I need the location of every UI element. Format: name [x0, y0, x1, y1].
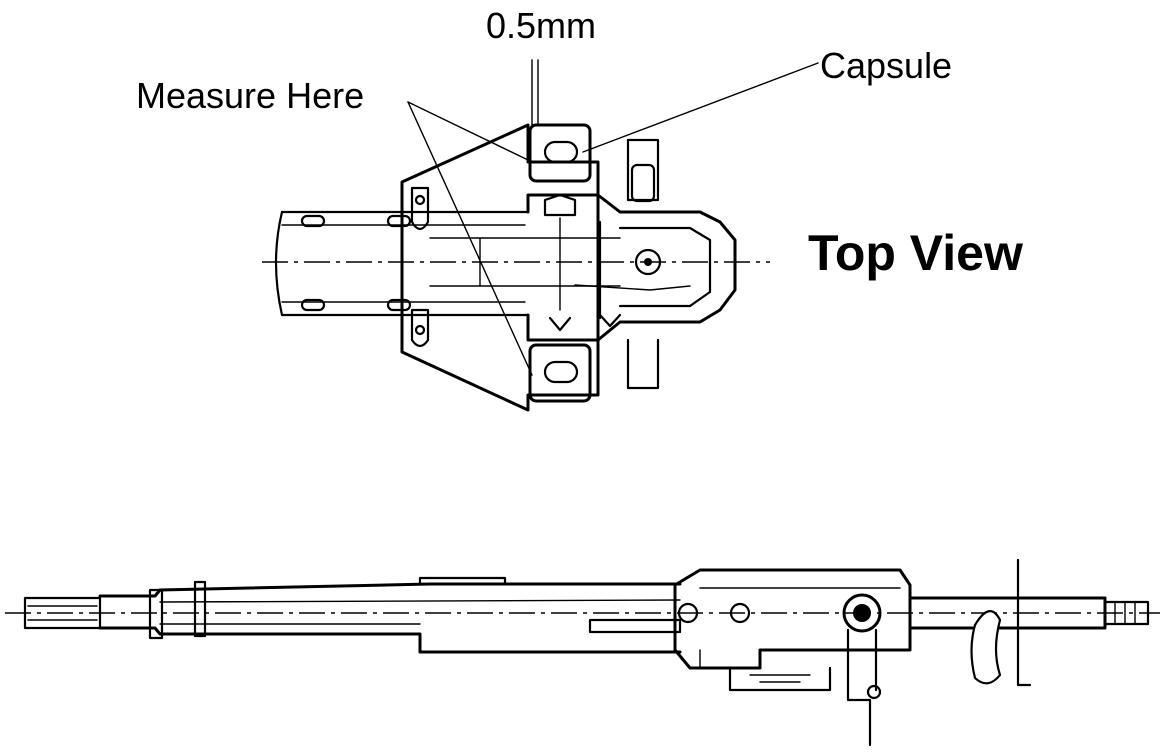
view-title: Top View	[808, 225, 1023, 281]
tube-raised-strip	[418, 576, 507, 586]
pivot-bolt-side	[842, 593, 882, 633]
side-view-drawing	[5, 558, 1160, 747]
tube-bottom-edge	[98, 626, 682, 654]
housing-rivet	[677, 602, 699, 624]
bolt-tip	[548, 316, 572, 332]
lower-bracket	[588, 618, 682, 634]
shaft-spline	[1103, 600, 1150, 626]
sub-bracket	[728, 666, 832, 692]
lock-housing	[673, 568, 912, 670]
pivot-center	[644, 258, 652, 266]
dimension-lines	[531, 59, 539, 126]
housing-inner	[598, 220, 712, 320]
tube-slot	[300, 214, 326, 228]
tube-slot	[386, 298, 412, 312]
shaft-end-left-inner	[27, 605, 98, 621]
housing-rivet	[729, 602, 751, 624]
lock-barrel	[630, 163, 656, 203]
measure-here-label: Measure Here	[136, 75, 365, 116]
housing-detail	[699, 587, 901, 669]
tube-top-edge	[98, 582, 682, 598]
top-view-drawing	[262, 59, 819, 412]
tilt-lever	[970, 610, 1002, 685]
pivot-bolt	[634, 248, 662, 276]
measure-leader-lower	[407, 101, 533, 376]
tube-cut-end	[274, 210, 284, 317]
bracket-ear	[410, 308, 430, 348]
bracket-hole	[414, 324, 426, 336]
capsule-upper-slot	[543, 140, 579, 164]
capsule-lower-slot	[543, 360, 579, 384]
bracket-hole	[414, 194, 426, 206]
tube-clamp	[193, 580, 207, 638]
pivot-center-side	[853, 604, 871, 622]
capsule-upper	[528, 123, 592, 183]
bracket-ear	[410, 186, 430, 231]
spline-teeth	[1114, 601, 1136, 625]
upper-housing	[526, 193, 737, 342]
lever-stop	[1016, 558, 1032, 687]
dimension-label: 0.5mm	[486, 5, 597, 46]
column-tube-outline	[280, 210, 530, 317]
tube-slot	[386, 214, 412, 228]
sub-bracket-detail	[749, 674, 811, 683]
capsule-label: Capsule	[820, 45, 953, 86]
lever-pin	[866, 684, 882, 700]
lever-arm	[846, 628, 878, 747]
internal-rod	[574, 284, 691, 291]
tube-inner-lines	[159, 599, 681, 625]
tube-slot	[300, 298, 326, 312]
measure-leader-upper	[407, 101, 529, 161]
bolt-tip	[598, 313, 622, 328]
mounting-bracket	[400, 123, 600, 412]
capsule-lower	[528, 343, 592, 403]
lock-housing-lower	[626, 338, 660, 390]
capsule-leader	[582, 62, 819, 153]
tube-collar	[148, 588, 164, 640]
bolt-head	[543, 193, 577, 217]
internal-shaft-lines	[429, 217, 621, 311]
